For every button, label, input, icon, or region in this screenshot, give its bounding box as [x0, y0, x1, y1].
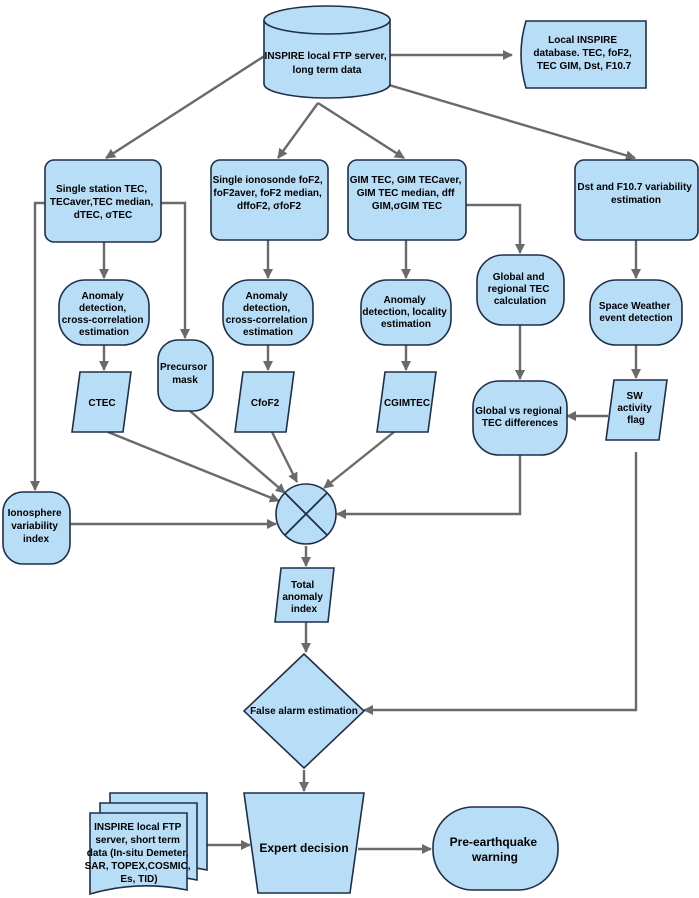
ftp-server-label: INSPIRE local FTP server, long term data [265, 51, 390, 76]
single-ionosonde-label: Single ionosonde foF2, foF2aver, foF2 me… [213, 175, 326, 212]
precursor-mask-label: Precursor mask [160, 362, 210, 386]
anomaly-cc-label-1: Anomaly detection, cross-correlation est… [62, 291, 146, 338]
total-anomaly-label: Total anomaly index [282, 580, 325, 615]
expert-decision-node: Expert decision [243, 792, 365, 894]
global-regional-calc-label: Global and regional TEC calculation [488, 272, 552, 307]
anomaly-cc-node-2: Anomaly detection, cross-correlation est… [222, 279, 314, 346]
edge-precursor-merge [189, 410, 286, 494]
ftp-server-node: INSPIRE local FTP server, long term data [263, 5, 391, 99]
expert-decision-label: Expert decision [259, 841, 348, 855]
local-database-node: Local INSPIRE database. TEC, foF2, TEC G… [520, 20, 647, 89]
summing-junction-node [275, 483, 337, 545]
sw-flag-node: SW activity flag [605, 379, 668, 441]
edge-server-fof2 [277, 102, 319, 159]
warning-node: Pre-earthquake warning [432, 806, 559, 891]
anomaly-cc-label-2: Anomaly detection, cross-correlation est… [226, 291, 310, 338]
warning-label: Pre-earthquake warning [450, 835, 541, 864]
edge-server-dst [371, 78, 636, 161]
total-anomaly-node: Total anomaly index [274, 567, 335, 623]
precursor-mask-node: Precursor mask [157, 339, 214, 412]
single-ionosonde-node: Single ionosonde foF2, foF2aver, foF2 me… [210, 159, 329, 241]
edge-server-gim [317, 101, 405, 160]
gim-tec-node: GIM TEC, GIM TECaver, GIM TEC median, df… [347, 159, 467, 241]
sw-detection-node: Space Weather event detection [589, 279, 683, 346]
edge-diff-merge [335, 455, 522, 520]
dst-f107-node: Dst and F10.7 variability estimation [574, 159, 699, 241]
edge-cgimtec-merge [323, 431, 395, 489]
global-regional-calc-node: Global and regional TEC calculation [476, 254, 565, 326]
cgimtec-label: CGIMTEC [384, 398, 430, 409]
connectors [29, 49, 642, 855]
anomaly-locality-label: Anomaly detection, locality estimation [362, 295, 449, 330]
cfof2-label: CfoF2 [251, 398, 280, 409]
global-vs-regional-label: Global vs regional TEC differences [475, 406, 564, 429]
ionosphere-index-node: Ionosphere variability index [2, 491, 71, 565]
cgimtec-node: CGIMTEC [376, 371, 437, 433]
sw-detection-label: Space Weather event detection [599, 301, 673, 324]
ctec-label: CTEC [88, 398, 115, 409]
anomaly-cc-node-1: Anomaly detection, cross-correlation est… [58, 279, 150, 346]
anomaly-locality-node: Anomaly detection, locality estimation [360, 279, 452, 346]
dst-f107-label: Dst and F10.7 variability estimation [577, 182, 694, 206]
sw-flag-label: SW activity flag [617, 391, 654, 426]
local-database-label: Local INSPIRE database. TEC, foF2, TEC G… [533, 35, 634, 72]
edge-cfof2-merge [270, 431, 299, 483]
edge-single-tec-precursor [161, 201, 191, 340]
edge-ctec-merge [107, 430, 280, 503]
ctec-node: CTEC [71, 371, 132, 433]
edge-single-tec-iono [29, 201, 45, 492]
cfof2-node: CfoF2 [234, 371, 295, 433]
ionosphere-index-label: Ionosphere variability index [8, 508, 65, 545]
edge-flag-false [362, 452, 638, 716]
single-station-tec-label: Single station TEC, TECaver,TEC median, … [50, 184, 156, 221]
false-alarm-label: False alarm estimation [250, 706, 358, 717]
single-station-tec-node: Single station TEC, TECaver,TEC median, … [44, 159, 162, 243]
gim-tec-label: GIM TEC, GIM TECaver, GIM TEC median, df… [350, 175, 464, 212]
global-vs-regional-node: Global vs regional TEC differences [472, 380, 568, 456]
edge-server-single-tec [105, 53, 267, 160]
short-term-data-node: INSPIRE local FTP server, short term dat… [85, 792, 208, 896]
false-alarm-node: False alarm estimation [242, 652, 366, 770]
short-term-data-label: INSPIRE local FTP server, short term dat… [85, 822, 194, 885]
edge-gim-global-calc [466, 203, 526, 255]
